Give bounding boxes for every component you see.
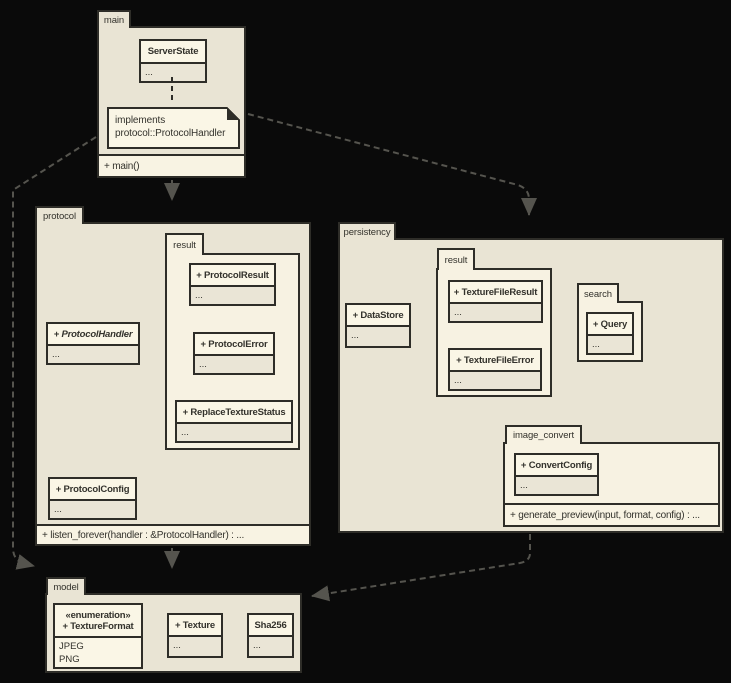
package-main-label: main: [103, 14, 125, 26]
package-main-tab: main: [97, 10, 131, 28]
edge-persistency-to-model: [311, 534, 531, 602]
class-serverstate-title: ServerState: [141, 41, 205, 62]
class-textureformat: «enumeration» + TextureFormat JPEG PNG: [53, 603, 143, 669]
package-persistency-result: + TextureFileResult ... + TextureFileErr…: [436, 268, 552, 397]
class-sha256-body: ...: [249, 635, 292, 656]
class-serverstate: ServerState ...: [139, 39, 207, 83]
class-serverstate-body: ...: [141, 62, 205, 81]
package-main-operation: + main(): [99, 154, 244, 176]
package-image-convert: + ConvertConfig ... + generate_preview(i…: [503, 442, 720, 527]
class-protocolhandler-body: ...: [48, 344, 138, 363]
class-textureformat-name: + TextureFormat: [62, 620, 134, 632]
edge-main-to-persistency: [247, 113, 537, 216]
package-protocol: result + ProtocolResult ... + ProtocolEr…: [35, 222, 311, 546]
class-texturefileresult-title: + TextureFileResult: [450, 282, 541, 302]
class-sha256-title: Sha256: [249, 615, 292, 635]
package-persistency-label: persistency: [343, 226, 391, 238]
class-texturefileresult: + TextureFileResult ...: [448, 280, 543, 323]
package-search-label: search: [584, 288, 612, 300]
class-convertconfig-body: ...: [516, 475, 597, 494]
package-model-label: model: [53, 581, 79, 593]
class-textureformat-values: JPEG PNG: [55, 636, 141, 667]
class-convertconfig-title: + ConvertConfig: [516, 455, 597, 475]
class-textureformat-title: «enumeration» + TextureFormat: [55, 605, 141, 636]
package-protocol-result: + ProtocolResult ... + ProtocolError ...…: [165, 253, 300, 450]
package-image-convert-operation: + generate_preview(input, format, config…: [505, 503, 718, 525]
package-search: + Query ...: [577, 301, 643, 362]
package-main: ServerState ... implements protocol::Pro…: [97, 26, 246, 178]
package-protocol-label: protocol: [43, 210, 76, 222]
package-protocol-operation: + listen_forever(handler : &ProtocolHand…: [37, 524, 309, 544]
package-persistency-result-tab: result: [437, 248, 475, 270]
package-persistency-result-label: result: [444, 254, 468, 266]
package-persistency-tab: persistency: [338, 222, 396, 240]
class-query-title: + Query: [588, 314, 632, 334]
class-protocolhandler-title: + ProtocolHandler: [48, 324, 138, 344]
package-image-convert-label: image_convert: [512, 430, 574, 441]
package-model-tab: model: [46, 577, 86, 595]
note-line-2: protocol::ProtocolHandler: [115, 128, 226, 139]
package-protocol-result-tab: result: [165, 233, 204, 255]
class-protocolresult: + ProtocolResult ...: [189, 263, 276, 306]
class-texture-body: ...: [169, 635, 221, 656]
class-textureformat-stereotype: «enumeration»: [65, 609, 131, 621]
class-protocolconfig-title: + ProtocolConfig: [50, 479, 135, 499]
class-convertconfig: + ConvertConfig ...: [514, 453, 599, 496]
package-protocol-tab: protocol: [35, 206, 84, 224]
class-sha256: Sha256 ...: [247, 613, 294, 658]
package-protocol-result-label: result: [173, 239, 196, 251]
note-fold-icon: [227, 107, 240, 120]
class-texturefileerror-body: ...: [450, 370, 540, 389]
enum-value-png: PNG: [59, 654, 80, 665]
class-query: + Query ...: [586, 312, 634, 355]
class-texturefileresult-body: ...: [450, 302, 541, 321]
class-protocolconfig-body: ...: [50, 499, 135, 518]
class-protocolerror-title: + ProtocolError: [195, 334, 273, 354]
class-protocolerror: + ProtocolError ...: [193, 332, 275, 375]
package-persistency: + DataStore ... result + TextureFileResu…: [338, 238, 724, 533]
class-protocolresult-title: + ProtocolResult: [191, 265, 274, 285]
package-image-convert-tab: image_convert: [505, 425, 582, 444]
class-texturefileerror: + TextureFileError ...: [448, 348, 542, 391]
class-protocolconfig: + ProtocolConfig ...: [48, 477, 137, 520]
class-replacetexturestatus: + ReplaceTextureStatus ...: [175, 400, 293, 443]
class-query-body: ...: [588, 334, 632, 353]
class-protocolresult-body: ...: [191, 285, 274, 304]
class-texturefileerror-title: + TextureFileError: [450, 350, 540, 370]
enum-value-jpeg: JPEG: [59, 641, 84, 652]
package-model: «enumeration» + TextureFormat JPEG PNG +…: [45, 593, 302, 673]
class-texture: + Texture ...: [167, 613, 223, 658]
class-texture-title: + Texture: [169, 615, 221, 635]
class-datastore-body: ...: [347, 325, 409, 346]
note-implements: implements protocol::ProtocolHandler: [107, 107, 240, 149]
note-line-1: implements: [115, 115, 166, 126]
class-replacetexturestatus-body: ...: [177, 422, 291, 441]
class-datastore: + DataStore ...: [345, 303, 411, 348]
class-protocolhandler: + ProtocolHandler ...: [46, 322, 140, 365]
class-datastore-title: + DataStore: [347, 305, 409, 325]
package-search-tab: search: [577, 283, 619, 303]
class-replacetexturestatus-title: + ReplaceTextureStatus: [177, 402, 291, 422]
class-protocolerror-body: ...: [195, 354, 273, 373]
